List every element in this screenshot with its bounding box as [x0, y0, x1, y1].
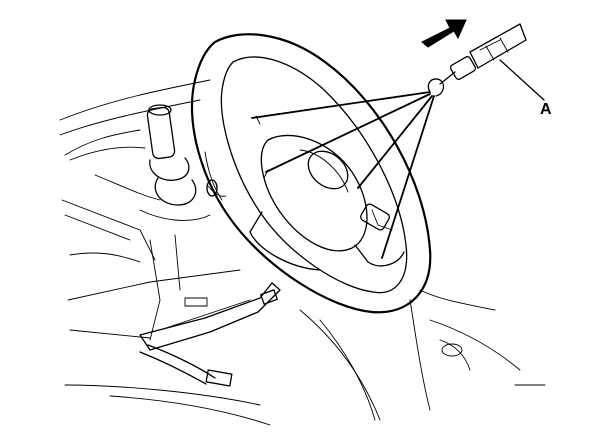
pull-direction-arrow-icon: [421, 19, 467, 48]
dashboard-outline: [59, 79, 271, 426]
slide-hammer-tool: [427, 23, 527, 97]
puller-wires: [251, 91, 435, 259]
steering-wheel: [190, 33, 432, 314]
steering-column: [139, 104, 211, 341]
callout-leader-line: [499, 59, 545, 101]
trim-outline: [299, 289, 546, 421]
callout-label-a: A: [540, 101, 552, 118]
column-cover-lever: [139, 282, 281, 387]
